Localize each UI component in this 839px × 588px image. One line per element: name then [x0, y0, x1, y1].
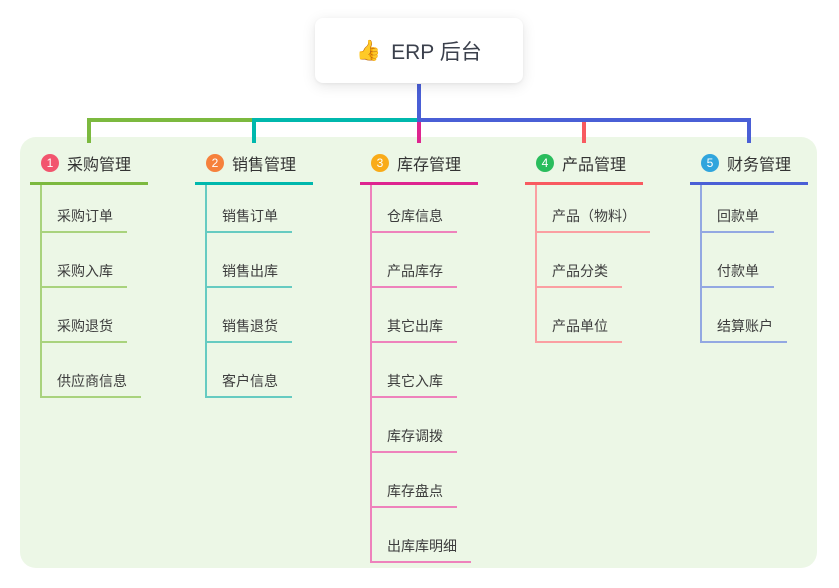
thumbs-up-icon: 👍	[356, 40, 382, 62]
branch-child-label: 结算账户	[717, 318, 773, 334]
branch-child-label: 销售退货	[222, 318, 278, 334]
branch-column: 5 财务管理回款单付款单结算账户	[690, 151, 808, 343]
branch-title-label: 销售管理	[232, 157, 297, 174]
branch-child-label: 销售订单	[222, 208, 278, 224]
branch-child-node[interactable]: 采购订单	[42, 185, 127, 233]
branch-child-node[interactable]: 结算账户	[702, 288, 787, 343]
branch-child-node[interactable]: 仓库信息	[372, 185, 457, 233]
branch-child-node[interactable]: 销售订单	[207, 185, 292, 233]
branch-child-label: 产品库存	[387, 263, 443, 279]
branch-child-label: 客户信息	[222, 373, 278, 389]
branch-number-badge: 5	[701, 154, 719, 172]
root-label: ERP 后台	[391, 40, 482, 64]
branch-child-label: 库存调拨	[387, 428, 443, 444]
branch-children-group: 采购订单采购入库采购退货供应商信息	[40, 185, 148, 398]
branch-child-node[interactable]: 产品单位	[537, 288, 622, 343]
branch-child-label: 产品（物料）	[552, 208, 636, 224]
branch-connector-drop	[582, 118, 586, 143]
branch-child-label: 其它出库	[387, 318, 443, 334]
branch-number-badge: 4	[536, 154, 554, 172]
branch-title-label: 财务管理	[727, 157, 792, 174]
branch-children-group: 销售订单销售出库销售退货客户信息	[205, 185, 313, 398]
branch-child-label: 采购退货	[57, 318, 113, 334]
bus-segment-blue	[417, 118, 751, 122]
branch-child-node[interactable]: 销售出库	[207, 233, 292, 288]
branch-column: 3 库存管理仓库信息产品库存其它出库其它入库库存调拨库存盘点出库库明细	[360, 151, 478, 563]
branch-child-label: 采购入库	[57, 263, 113, 279]
branch-title-node[interactable]: 3 库存管理	[360, 151, 478, 185]
branch-number-badge: 2	[206, 154, 224, 172]
branch-connector-drop	[417, 118, 421, 143]
bus-segment-green	[87, 118, 254, 122]
branch-children-group: 回款单付款单结算账户	[700, 185, 808, 343]
branch-number-badge: 1	[41, 154, 59, 172]
branch-child-node[interactable]: 回款单	[702, 185, 774, 233]
branches-panel	[20, 137, 817, 568]
branch-child-node[interactable]: 库存盘点	[372, 453, 457, 508]
branch-child-label: 其它入库	[387, 373, 443, 389]
branch-child-node[interactable]: 产品分类	[537, 233, 622, 288]
branch-child-label: 供应商信息	[57, 373, 127, 389]
branch-child-node[interactable]: 销售退货	[207, 288, 292, 343]
root-connector-line	[417, 84, 421, 121]
branch-connector-drop	[747, 118, 751, 143]
branch-column: 1 采购管理采购订单采购入库采购退货供应商信息	[30, 151, 148, 398]
branch-title-node[interactable]: 5 财务管理	[690, 151, 808, 185]
branch-connector-drop	[252, 118, 256, 143]
branch-child-node[interactable]: 付款单	[702, 233, 774, 288]
branch-column: 4 产品管理产品（物料） 产品分类产品单位	[525, 151, 650, 343]
branch-child-node[interactable]: 其它出库	[372, 288, 457, 343]
branch-child-label: 仓库信息	[387, 208, 443, 224]
root-node[interactable]: 👍 ERP 后台	[315, 18, 523, 83]
branch-children-group: 产品（物料） 产品分类产品单位	[535, 185, 650, 343]
branch-title-label: 库存管理	[397, 157, 462, 174]
branch-child-node[interactable]: 供应商信息	[42, 343, 141, 398]
branch-title-node[interactable]: 1 采购管理	[30, 151, 148, 185]
branch-child-label: 回款单	[717, 208, 759, 224]
branch-child-label: 产品单位	[552, 318, 608, 334]
branch-child-node[interactable]: 出库库明细	[372, 508, 471, 563]
branch-child-label: 库存盘点	[387, 483, 443, 499]
branch-children-group: 仓库信息产品库存其它出库其它入库库存调拨库存盘点出库库明细	[370, 185, 478, 563]
branch-number-badge: 3	[371, 154, 389, 172]
branch-child-label: 产品分类	[552, 263, 608, 279]
branch-title-node[interactable]: 2 销售管理	[195, 151, 313, 185]
bus-segment-teal	[252, 118, 421, 122]
branch-child-node[interactable]: 采购入库	[42, 233, 127, 288]
branch-child-node[interactable]: 其它入库	[372, 343, 457, 398]
branch-column: 2 销售管理销售订单销售出库销售退货客户信息	[195, 151, 313, 398]
branch-child-label: 销售出库	[222, 263, 278, 279]
branch-child-label: 出库库明细	[387, 538, 457, 554]
branch-child-node[interactable]: 客户信息	[207, 343, 292, 398]
branch-title-label: 采购管理	[67, 157, 132, 174]
branch-connector-drop	[87, 118, 91, 143]
branch-child-node[interactable]: 产品（物料）	[537, 185, 650, 233]
branch-child-node[interactable]: 采购退货	[42, 288, 127, 343]
branch-child-label: 采购订单	[57, 208, 113, 224]
branch-child-label: 付款单	[717, 263, 759, 279]
branch-child-node[interactable]: 库存调拨	[372, 398, 457, 453]
branch-title-label: 产品管理	[562, 157, 627, 174]
branch-child-node[interactable]: 产品库存	[372, 233, 457, 288]
branch-title-node[interactable]: 4 产品管理	[525, 151, 643, 185]
